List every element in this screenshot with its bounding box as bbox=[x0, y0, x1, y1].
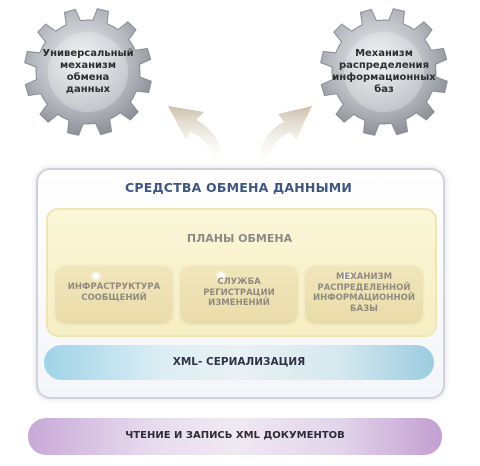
gear-right-icon bbox=[320, 8, 448, 136]
xml-read-write-bar bbox=[28, 418, 442, 455]
gear-right: Механизм распределения информационных ба… bbox=[318, 6, 450, 138]
distributed-infobase-label: МЕХАНИЗМ РАСПРЕДЕЛЕННОЙ ИНФОРМАЦИОННОЙ Б… bbox=[313, 272, 415, 314]
messaging-infrastructure-label: ИНФРАСТРУКТУРА СООБЩЕНИЙ bbox=[67, 282, 161, 303]
xml-read-write-label: ЧТЕНИЕ И ЗАПИСЬ XML ДОКУМЕНТОВ bbox=[125, 430, 345, 441]
gear-left-icon bbox=[24, 8, 152, 136]
change-registration-box: СЛУЖБА РЕГИСТРАЦИИ ИЗМЕНЕНИЙ bbox=[181, 266, 297, 322]
messaging-infrastructure-box: ИНФРАСТРУКТУРА СООБЩЕНИЙ bbox=[56, 266, 172, 322]
gear-left: Универсальный механизм обмена данных bbox=[22, 6, 154, 138]
highlight-icon bbox=[215, 270, 227, 282]
panel-title: СРЕДСТВА ОБМЕНА ДАННЫМИ bbox=[124, 180, 353, 195]
gear-right-label: Механизм распределения информационных ба… bbox=[332, 48, 436, 95]
arrow-right-icon bbox=[259, 106, 312, 168]
highlight-icon bbox=[90, 270, 102, 282]
gear-left-label: Универсальный механизм обмена данных bbox=[42, 48, 134, 95]
exchange-plans-title: ПЛАНЫ ОБМЕНА bbox=[186, 232, 293, 245]
arrow-left-icon bbox=[168, 106, 226, 168]
xml-serialization-label: XML- СЕРИАЛИЗАЦИЯ bbox=[172, 356, 306, 368]
change-registration-label: СЛУЖБА РЕГИСТРАЦИИ ИЗМЕНЕНИЙ bbox=[203, 277, 275, 308]
highlight-icon bbox=[340, 270, 352, 282]
xml-serialization-bar bbox=[44, 345, 434, 380]
distributed-infobase-box: МЕХАНИЗМ РАСПРЕДЕЛЕННОЙ ИНФОРМАЦИОННОЙ Б… bbox=[306, 266, 422, 322]
